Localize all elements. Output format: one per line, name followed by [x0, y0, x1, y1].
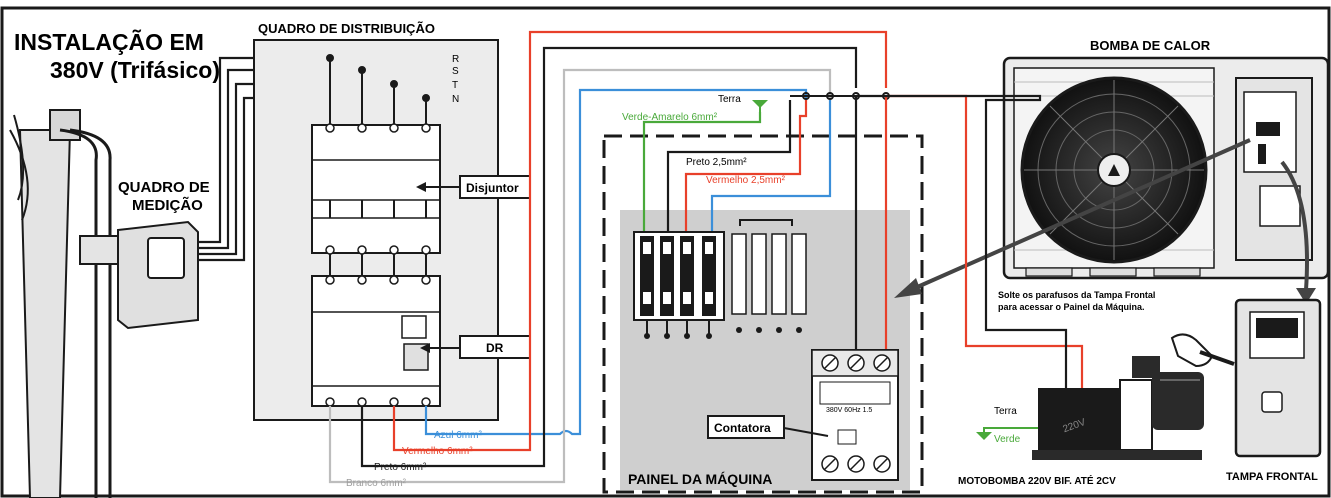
phase-s: S [452, 66, 459, 77]
title-line1: INSTALAÇÃO EM [14, 28, 204, 55]
contator-spec: 380V 60Hz 1.5 [826, 407, 872, 414]
terminal-block-main [633, 231, 725, 339]
quadro-medicao-line1: QUADRO DE [118, 179, 210, 196]
contator: 380V 60Hz 1.5 [811, 349, 899, 481]
cable-preto-label: Preto 6mm² [374, 462, 427, 473]
dr-arrowhead [420, 343, 430, 353]
wire-gray [328, 68, 832, 484]
contatora-label-box [707, 415, 785, 439]
painel-pointer-line [905, 138, 1251, 294]
contatora-arrow [783, 427, 829, 437]
cable-azul-label: Azul 6mm² [434, 430, 482, 441]
tampa-pointer-line [1280, 160, 1309, 291]
motobomba-terra-label: Terra [994, 406, 1017, 417]
painel-internal-wires [642, 88, 832, 234]
disjuntor-module [311, 123, 441, 255]
tampa-pointer-head [1296, 288, 1316, 304]
painel-verde-amarelo-label: Verde-Amarelo 6mm² [622, 112, 718, 123]
bomba-label: BOMBA DE CALOR [1090, 38, 1211, 53]
motobomba-verde-label: Verde [994, 434, 1021, 445]
cable-branco-label: Branco 6mm² [346, 478, 407, 489]
motobomba-label: MOTOBOMBA 220V BIF. ATÉ 2CV [958, 474, 1116, 487]
motobomba-wires [856, 94, 1084, 390]
painel-preto-label: Preto 2,5mm² [686, 157, 747, 168]
terminal-block-spare [731, 219, 807, 333]
cable-vermelho-label: Vermelho 6mm² [402, 446, 473, 457]
wire-black [360, 46, 858, 468]
bomba-de-calor-unit [1002, 56, 1330, 280]
dr-module [311, 275, 441, 407]
disjuntor-label: Disjuntor [466, 181, 519, 195]
terra-ground-top [752, 100, 768, 112]
utility-pole [9, 109, 121, 498]
painel-outline [602, 134, 924, 494]
phase-t: T [452, 80, 458, 91]
bus-drops [326, 54, 430, 125]
phase-r: R [452, 54, 459, 65]
link-drops [329, 254, 427, 276]
phase-n: N [452, 94, 459, 105]
contatora-label: Contatora [714, 421, 771, 435]
title-line2: 380V (Trifásico) [50, 57, 220, 83]
painel-vermelho-label: Vermelho 2,5mm² [706, 175, 786, 186]
quadro-distribuicao-label: QUADRO DE DISTRIBUIÇÃO [258, 21, 435, 36]
motobomba-ground [976, 427, 1038, 440]
painel-terra-label: Terra [718, 94, 741, 105]
bomba-instruction-line1: Solte os parafusos da Tampa Frontal [998, 290, 1155, 300]
motobomba-unit: 220V [1032, 356, 1204, 460]
disjuntor-arrowhead [416, 182, 426, 192]
contator-feed-wires [854, 96, 888, 352]
quadro-medicao-line2: MEDIÇÃO [132, 196, 203, 214]
screwdriver-hand-icon [1170, 333, 1235, 368]
tampa-label: TAMPA FRONTAL [1226, 471, 1318, 483]
quadro-medicao-box [117, 220, 199, 330]
bomba-instruction-line2: para acessar o Painel da Máquina. [998, 302, 1145, 312]
wire-blue [424, 88, 808, 436]
tampa-frontal [1234, 298, 1322, 458]
dr-label: DR [486, 341, 504, 355]
wire-red [392, 30, 888, 452]
painel-pointer-head [894, 278, 922, 298]
painel-label: PAINEL DA MÁQUINA [628, 471, 772, 487]
